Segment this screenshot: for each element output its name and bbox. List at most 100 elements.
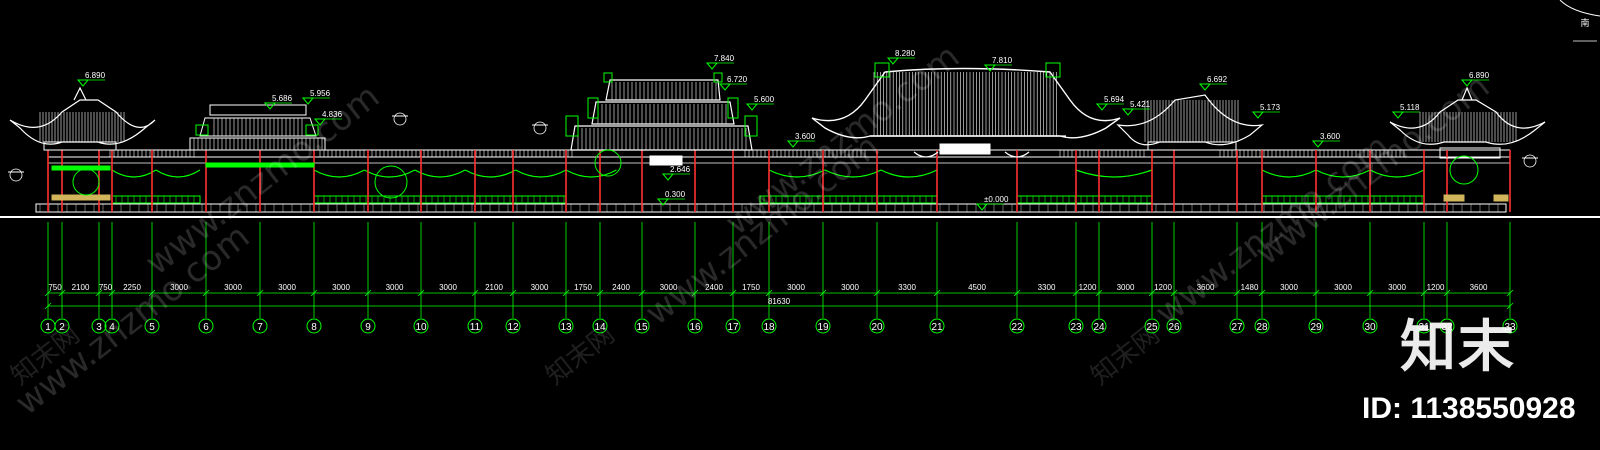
axis-label: 16 (689, 322, 701, 333)
dimension-value: 3000 (1388, 283, 1406, 292)
elevation-value: 3.600 (1320, 132, 1341, 141)
axis-bubble: 16 (687, 318, 703, 334)
section-tag (8, 168, 24, 182)
dimension-tick (1233, 289, 1241, 297)
railing (1016, 195, 1153, 204)
dimension-tick (417, 289, 425, 297)
dimension-value: 3000 (531, 283, 549, 292)
axis-bubble: 6 (198, 318, 214, 334)
elevation-triangle (718, 83, 732, 91)
section-tag (392, 112, 408, 126)
dimension-tick (310, 289, 318, 297)
axis-label: 29 (1310, 322, 1322, 333)
hall-lower-roof (189, 137, 326, 151)
dimension-value: 2250 (123, 283, 141, 292)
gate-mid-end (587, 97, 599, 119)
axis-label: 20 (871, 322, 883, 333)
axis-bubble: 19 (815, 318, 831, 334)
elevation-value: 5.600 (754, 95, 775, 104)
elevation-value: 5.118 (1400, 103, 1420, 112)
axis-bubble-circle (467, 318, 483, 334)
axis-bubble-circle (1068, 318, 1084, 334)
elevation-triangle (661, 173, 675, 181)
axis-bubble: 28 (1254, 318, 1270, 334)
axis-bubble: 4 (104, 318, 120, 334)
pavilion-beam (43, 141, 117, 151)
axis-label: 6 (203, 322, 209, 333)
elevation-triangle (263, 102, 277, 110)
axis-grid-lines (47, 222, 1511, 318)
elevation-value: 6.890 (85, 71, 106, 80)
elevation-marker: 5.686 (263, 94, 293, 110)
section-tag-circle (393, 112, 407, 126)
dimension-tick (873, 289, 881, 297)
axis-bubble: 33 (1502, 318, 1518, 334)
elevation-value: 6.890 (1469, 71, 1490, 80)
plinth (35, 203, 1507, 213)
axis-label: 8 (311, 322, 317, 333)
axis-bubble: 18 (761, 318, 777, 334)
axis-bubble: 17 (725, 318, 741, 334)
axis-bubble: 27 (1229, 318, 1245, 334)
arch-bracket (364, 169, 416, 178)
railing (111, 195, 201, 204)
axis-label: 26 (1168, 322, 1180, 333)
lantern (1004, 151, 1030, 158)
dimension-value: 3600 (1470, 283, 1488, 292)
dimension-value: 3000 (170, 283, 188, 292)
elevation-triangle (745, 103, 759, 111)
axis-bubble-circle (1166, 318, 1182, 334)
elevation-marker: 2.646 (661, 165, 691, 181)
axis-bubble-circle (104, 318, 120, 334)
elevation-value: 5.421 (1130, 100, 1151, 109)
axis-bubble-circle (761, 318, 777, 334)
arch-bracket (565, 169, 617, 178)
arch-bracket (768, 169, 826, 178)
dimension-tick (44, 302, 52, 310)
axis-label: 7 (257, 322, 263, 333)
axis-bubble: 24 (1091, 318, 1107, 334)
elevation-triangle (1391, 111, 1405, 119)
axis-bubble: 21 (929, 318, 945, 334)
axis-bubble: 5 (144, 318, 160, 334)
elevation-marker: 5.173 (1251, 103, 1281, 119)
dimension-tick (1420, 289, 1428, 297)
elevation-marker: 5.956 (301, 89, 331, 105)
dimension-value: 3000 (332, 283, 350, 292)
gate-mid-end (727, 97, 739, 119)
dimension-tick (1013, 289, 1021, 297)
axis-label: 10 (415, 322, 427, 333)
elevation-marker: 5.694 (1095, 95, 1125, 111)
dimension-value: 4500 (968, 283, 986, 292)
hall-upper-ridge (209, 104, 307, 116)
roof-finial (1461, 86, 1473, 101)
axis-bubble: 25 (1144, 318, 1160, 334)
compass-text: 南 (1580, 17, 1589, 28)
right-pavilion (1116, 94, 1265, 151)
dimension-value: 3000 (224, 283, 242, 292)
axis-bubble-circle (725, 318, 741, 334)
elevation-triangle (301, 97, 315, 105)
elevation-value: 6.720 (727, 75, 748, 84)
axis-label: 17 (727, 322, 739, 333)
dimension-value: 750 (99, 283, 113, 292)
pavilion-plaque (1439, 147, 1501, 159)
axis-bubble: 26 (1166, 318, 1182, 334)
elevation-value: 5.956 (310, 89, 331, 98)
axis-label: 28 (1256, 322, 1268, 333)
dimension-tick (44, 289, 52, 297)
dimension-tick (108, 289, 116, 297)
dimension-value: 3000 (1334, 283, 1352, 292)
dimension-value: 2100 (485, 283, 503, 292)
elevation-marker: 6.692 (1198, 75, 1228, 91)
axis-bubble: 20 (869, 318, 885, 334)
dimension-tick (933, 289, 941, 297)
axis-label: 24 (1093, 322, 1105, 333)
dimension-value: 1750 (574, 283, 592, 292)
pavilion-lintel (51, 165, 111, 171)
arch-bracket (464, 169, 516, 178)
detail-callout-circle (1449, 155, 1479, 185)
